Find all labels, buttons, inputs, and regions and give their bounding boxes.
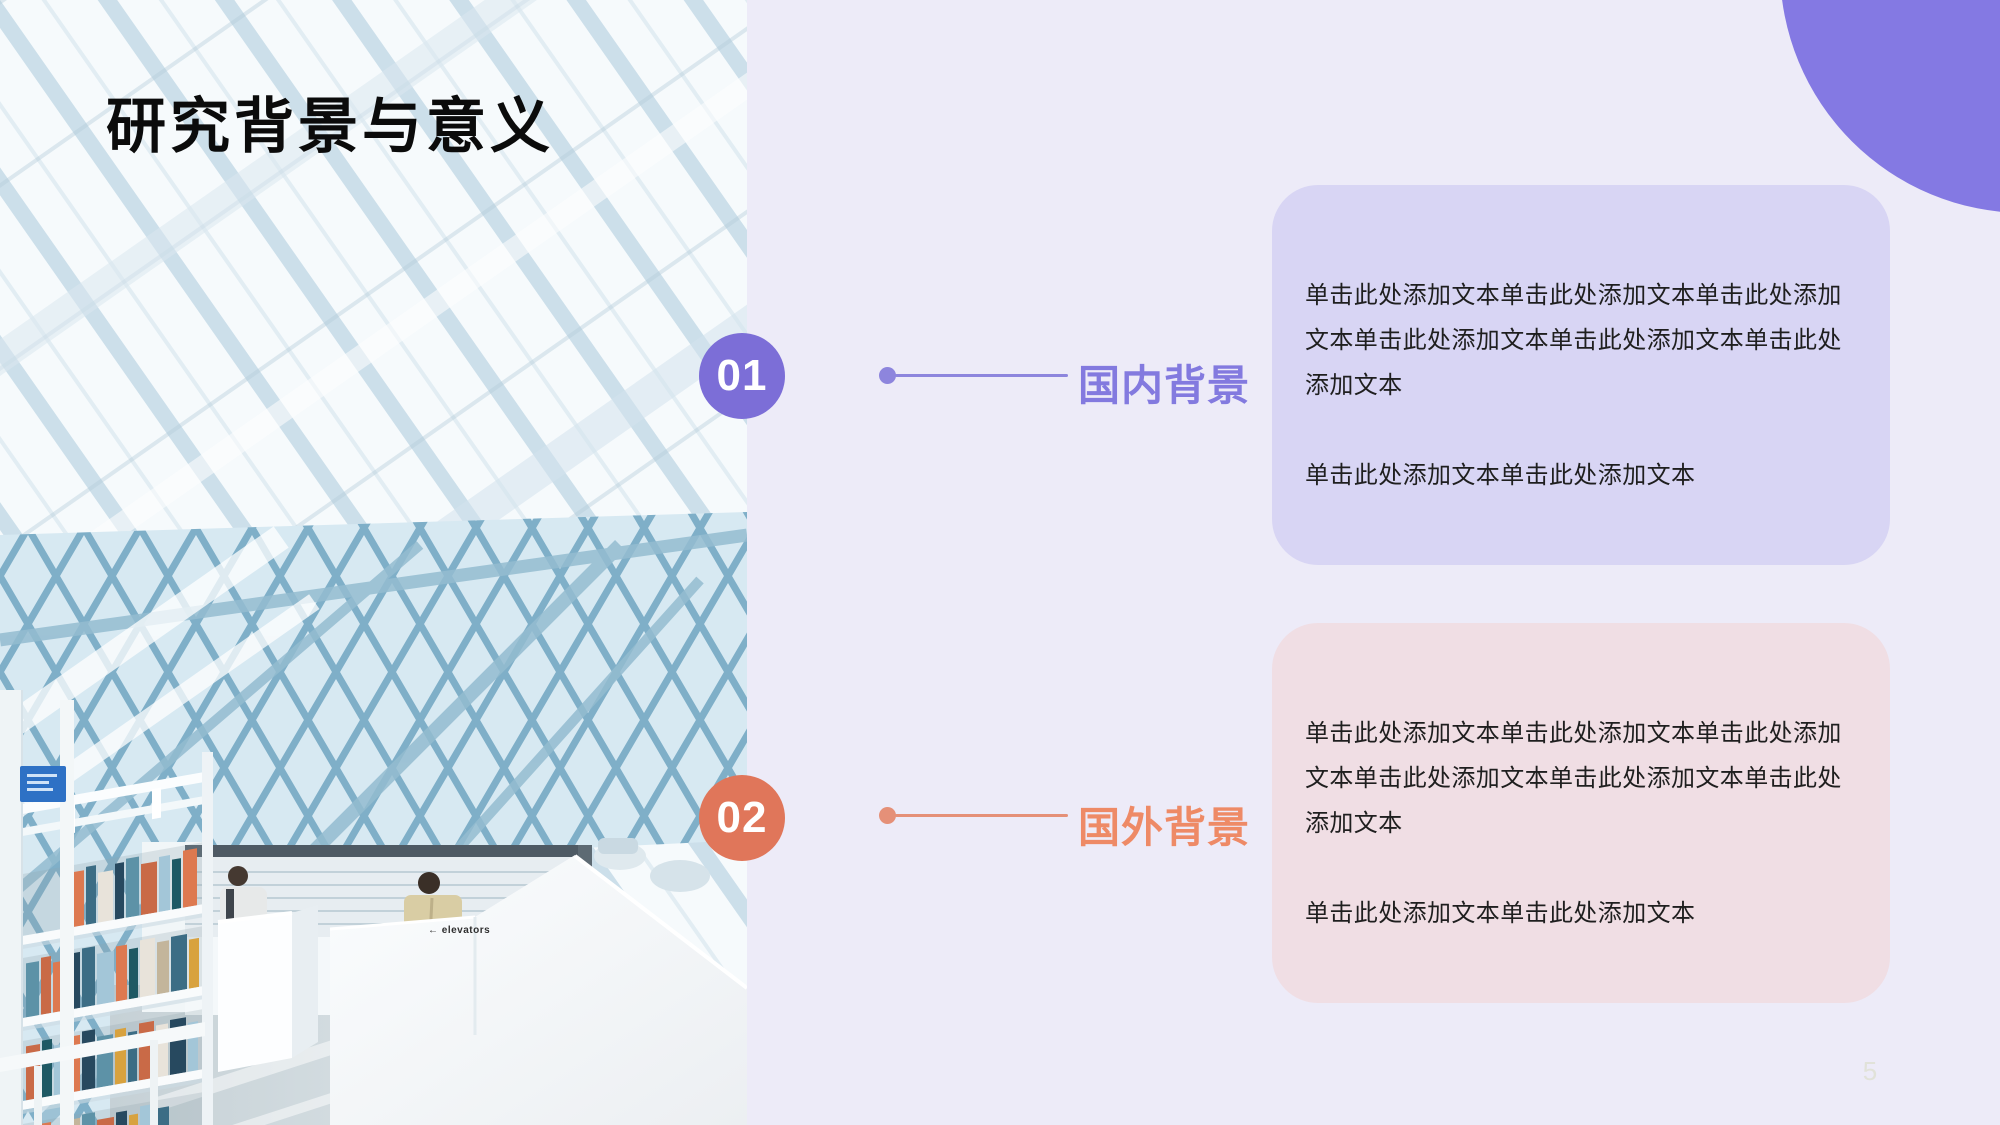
library-photo-art bbox=[0, 0, 747, 1125]
section-label-foreign: 国外背景 bbox=[1078, 804, 1251, 851]
placeholder-paragraph[interactable]: 单击此处添加文本单击此处添加文本 bbox=[1305, 462, 1696, 489]
elevators-sign: ← elevators bbox=[428, 925, 491, 936]
section-number-badge-1: 01 bbox=[699, 333, 785, 419]
shelf-sign bbox=[20, 766, 66, 802]
connector-line bbox=[895, 374, 1068, 377]
page-title: 研究背景与意义 bbox=[106, 93, 554, 160]
section-label-domestic: 国内背景 bbox=[1078, 362, 1251, 409]
section-number: 02 bbox=[716, 793, 768, 842]
page-number: 5 bbox=[1862, 1056, 1878, 1086]
connector-line bbox=[895, 814, 1068, 817]
connector-1 bbox=[879, 367, 1079, 384]
text-placeholder-foreign[interactable]: 单击此处添加文本单击此处添加文本单击此处添加文本单击此处添加文本单击此处添加文本… bbox=[1272, 623, 1890, 1003]
placeholder-paragraph[interactable]: 单击此处添加文本单击此处添加文本 bbox=[1305, 900, 1696, 927]
connector-dot bbox=[879, 367, 896, 384]
section-number-badge-2: 02 bbox=[699, 775, 785, 861]
connector-dot bbox=[879, 807, 896, 824]
placeholder-paragraph[interactable]: 单击此处添加文本单击此处添加文本单击此处添加文本单击此处添加文本单击此处添加文本… bbox=[1305, 720, 1842, 837]
placeholder-paragraph[interactable]: 单击此处添加文本单击此处添加文本单击此处添加文本单击此处添加文本单击此处添加文本… bbox=[1305, 282, 1842, 399]
library-photo: 研究背景与意义 ← elevators bbox=[0, 0, 747, 1125]
connector-2 bbox=[879, 807, 1079, 824]
text-placeholder-domestic[interactable]: 单击此处添加文本单击此处添加文本单击此处添加文本单击此处添加文本单击此处添加文本… bbox=[1272, 185, 1890, 565]
section-number: 01 bbox=[716, 351, 768, 400]
corner-decoration-circle bbox=[1780, 0, 2000, 213]
